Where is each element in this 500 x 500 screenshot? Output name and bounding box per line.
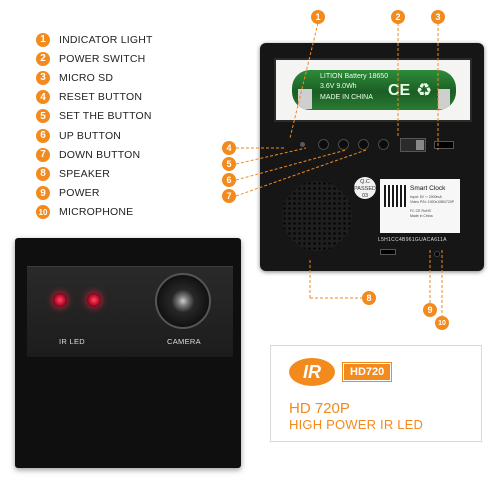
ir-led-icon	[53, 293, 67, 307]
callout-6: 6	[222, 173, 236, 187]
product-label: Smart Clock Input: 5V ⎓ 2000mA Video P/N…	[380, 179, 460, 233]
indicator-light	[300, 142, 305, 147]
feature-ir-led: HIGH POWER IR LED	[289, 417, 424, 432]
callout-4: 4	[222, 141, 236, 155]
label-title: Smart Clock	[410, 185, 446, 192]
legend-label: MICRO SD	[59, 71, 114, 84]
legend-number: 1	[36, 32, 50, 47]
callout-9: 9	[423, 303, 437, 317]
callout-7: 7	[222, 189, 236, 203]
up-button[interactable]	[358, 139, 369, 150]
legend-item: 2 POWER SWITCH	[36, 49, 226, 68]
legend-number: 3	[36, 70, 50, 85]
battery: LITION Battery 18650 3.6V 9.0Wh MADE IN …	[292, 70, 456, 110]
ce-mark: CE	[388, 82, 411, 99]
legend-item: 4 RESET BUTTON	[36, 88, 226, 107]
legend-item: 10 MICROPHONE	[36, 203, 226, 222]
legend-number: 10	[36, 205, 50, 220]
qr-code-icon	[384, 185, 406, 207]
feature-legend: 1 INDICATOR LIGHT 2 POWER SWITCH 3 MICRO SD…	[36, 30, 226, 222]
ir-logo: IR	[289, 358, 335, 386]
legend-label: POWER	[59, 187, 100, 200]
callout-2: 2	[391, 10, 405, 24]
legend-label: INDICATOR LIGHT	[59, 33, 153, 46]
legend-number: 2	[36, 51, 50, 66]
device-front-view: IR LED CAMERA	[15, 238, 241, 468]
legend-label: SET THE BUTTON	[59, 110, 152, 123]
device-back-view: LITION Battery 18650 3.6V 9.0Wh MADE IN …	[260, 43, 484, 271]
callout-8: 8	[362, 291, 376, 305]
legend-label: UP BUTTON	[59, 129, 122, 142]
label-line: Made in China	[410, 214, 433, 218]
recycle-icon: ♻	[416, 80, 433, 100]
battery-bay: LITION Battery 18650 3.6V 9.0Wh MADE IN …	[274, 58, 472, 122]
power-switch[interactable]	[400, 138, 426, 152]
battery-terminal-icon	[438, 89, 450, 109]
legend-number: 4	[36, 90, 50, 105]
set-button[interactable]	[338, 139, 349, 150]
legend-number: 8	[36, 166, 50, 181]
battery-terminal-icon	[298, 89, 312, 109]
power-port[interactable]	[380, 249, 396, 255]
callout-10: 10	[435, 316, 449, 330]
ir-led-icon	[87, 293, 101, 307]
microphone-hole	[434, 251, 440, 257]
callout-5: 5	[222, 157, 236, 171]
battery-spec: 3.6V 9.0Wh	[320, 83, 357, 90]
switch-knob	[416, 140, 424, 150]
micro-sd-slot[interactable]	[434, 141, 454, 149]
legend-item: 6 UP BUTTON	[36, 126, 226, 145]
legend-label: RESET BUTTON	[59, 91, 143, 104]
legend-label: SPEAKER	[59, 167, 111, 180]
speaker-grille	[282, 181, 352, 251]
legend-label: DOWN BUTTON	[59, 148, 141, 161]
lens-glass	[171, 289, 195, 313]
label-line: Input: 5V ⎓ 2000mA	[410, 195, 442, 199]
legend-item: 1 INDICATOR LIGHT	[36, 30, 226, 49]
hd720-tag: HD720	[341, 362, 393, 382]
legend-number: 6	[36, 128, 50, 143]
legend-item: 9 POWER	[36, 184, 226, 203]
legend-label: POWER SWITCH	[59, 52, 146, 65]
callout-1: 1	[311, 10, 325, 24]
camera-label: CAMERA	[167, 337, 201, 346]
front-window: IR LED CAMERA	[27, 266, 233, 357]
legend-number: 5	[36, 109, 50, 124]
camera-lens-icon	[155, 273, 211, 329]
reset-button[interactable]	[318, 139, 329, 150]
label-line: Video P/N: 1920x1080/720P	[410, 200, 455, 204]
label-line: FC CE RoHS	[410, 209, 431, 213]
legend-item: 5 SET THE BUTTON	[36, 107, 226, 126]
serial-number: L5H1CC4B961GUACA611A	[378, 237, 447, 243]
battery-brand: LITION Battery 18650	[320, 73, 389, 80]
qc-passed-sticker: Q.C PASSED 03	[354, 177, 376, 199]
legend-item: 7 DOWN BUTTON	[36, 145, 226, 164]
control-strip	[274, 128, 468, 168]
callout-3: 3	[431, 10, 445, 24]
ir-led-label: IR LED	[59, 337, 85, 346]
legend-item: 3 MICRO SD	[36, 68, 226, 87]
legend-number: 7	[36, 147, 50, 162]
legend-label: MICROPHONE	[59, 206, 134, 219]
down-button[interactable]	[378, 139, 389, 150]
battery-origin: MADE IN CHINA	[320, 94, 373, 101]
feature-badge: IR HD720 HD 720P HIGH POWER IR LED	[270, 345, 482, 442]
legend-number: 9	[36, 186, 50, 201]
legend-item: 8 SPEAKER	[36, 164, 226, 183]
feature-resolution: HD 720P	[289, 400, 350, 417]
